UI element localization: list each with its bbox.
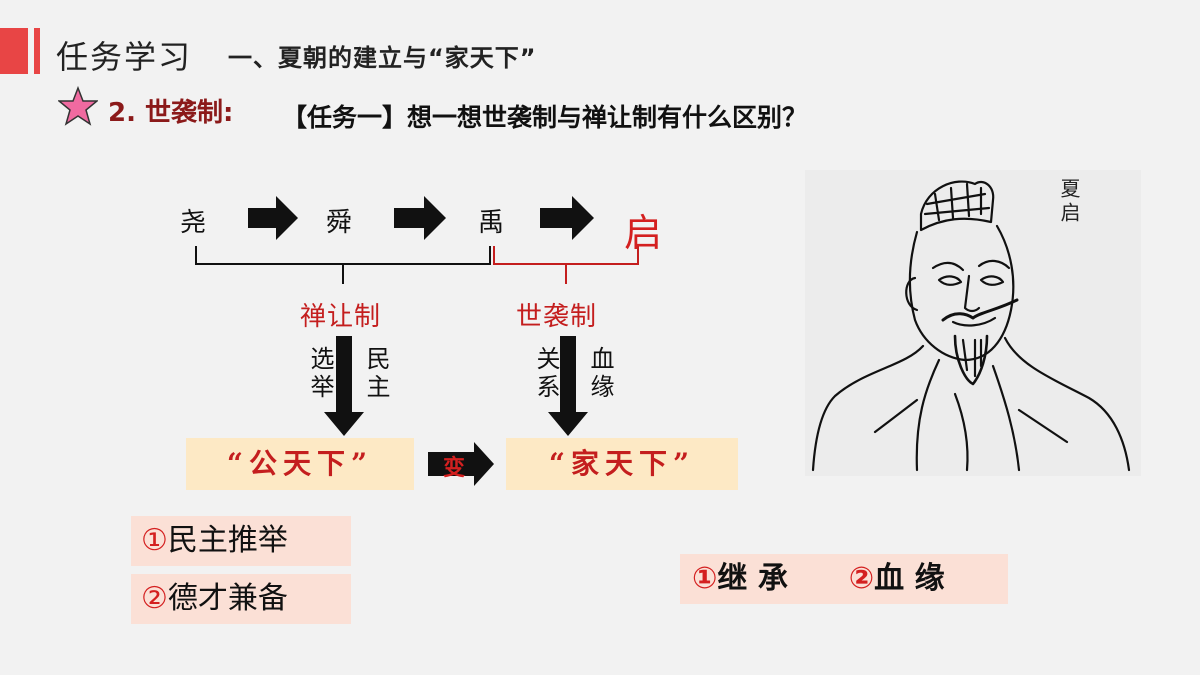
arrow-right-icon <box>248 196 298 240</box>
feature-jicheng: ①继 承 <box>692 561 788 596</box>
arrow-down-icon <box>548 336 588 436</box>
star-icon <box>58 86 98 126</box>
ruler-qi: 启 <box>624 211 663 255</box>
arrow-down-icon <box>324 336 364 436</box>
label-guanxi: 关系 <box>532 346 560 402</box>
shixi-features: ①继 承 ②血 缘 <box>680 554 1008 604</box>
gong-tianxia-text: “公天下” <box>226 447 374 480</box>
ruler-yao: 尧 <box>180 208 207 238</box>
label-xueyuan: 血缘 <box>586 346 614 402</box>
jia-tianxia-text: “家天下” <box>548 447 696 480</box>
header-accent-bar <box>0 28 28 74</box>
arrow-right-icon <box>394 196 446 240</box>
gong-tianxia-box: “公天下” <box>186 438 414 490</box>
feature-xueyuan: ②血 缘 <box>848 561 945 596</box>
label-minzhu: 民主 <box>362 346 390 402</box>
change-label: 变 <box>443 456 466 481</box>
portrait-xia-qi: 夏启 <box>805 170 1141 476</box>
jia-tianxia-box: “家天下” <box>506 438 738 490</box>
portrait-drawing <box>811 180 1131 472</box>
page-subtitle: 一、夏朝的建立与“家天下” <box>228 44 537 72</box>
bracket-right <box>493 246 639 284</box>
diagram-graphics <box>195 196 639 486</box>
feature-item: ①民主推举 <box>131 516 351 566</box>
shanrang-label: 禅让制 <box>300 302 382 332</box>
change-arrow-icon <box>428 442 494 486</box>
header-accent-line <box>34 28 40 74</box>
bracket-left <box>195 246 491 284</box>
arrow-right-icon <box>540 196 594 240</box>
ruler-yu: 禹 <box>478 208 505 238</box>
label-xuanju: 选举 <box>306 346 334 402</box>
task-question: 【任务一】想一想世袭制与禅让制有什么区别？ <box>282 103 808 132</box>
shixi-label: 世袭制 <box>516 302 598 332</box>
section-label: 2. 世袭制: <box>108 98 234 128</box>
ruler-shun: 舜 <box>326 208 353 238</box>
portrait-caption: 夏启 <box>1057 178 1081 226</box>
page-title: 任务学习 <box>56 38 193 76</box>
feature-item: ②德才兼备 <box>131 574 351 624</box>
